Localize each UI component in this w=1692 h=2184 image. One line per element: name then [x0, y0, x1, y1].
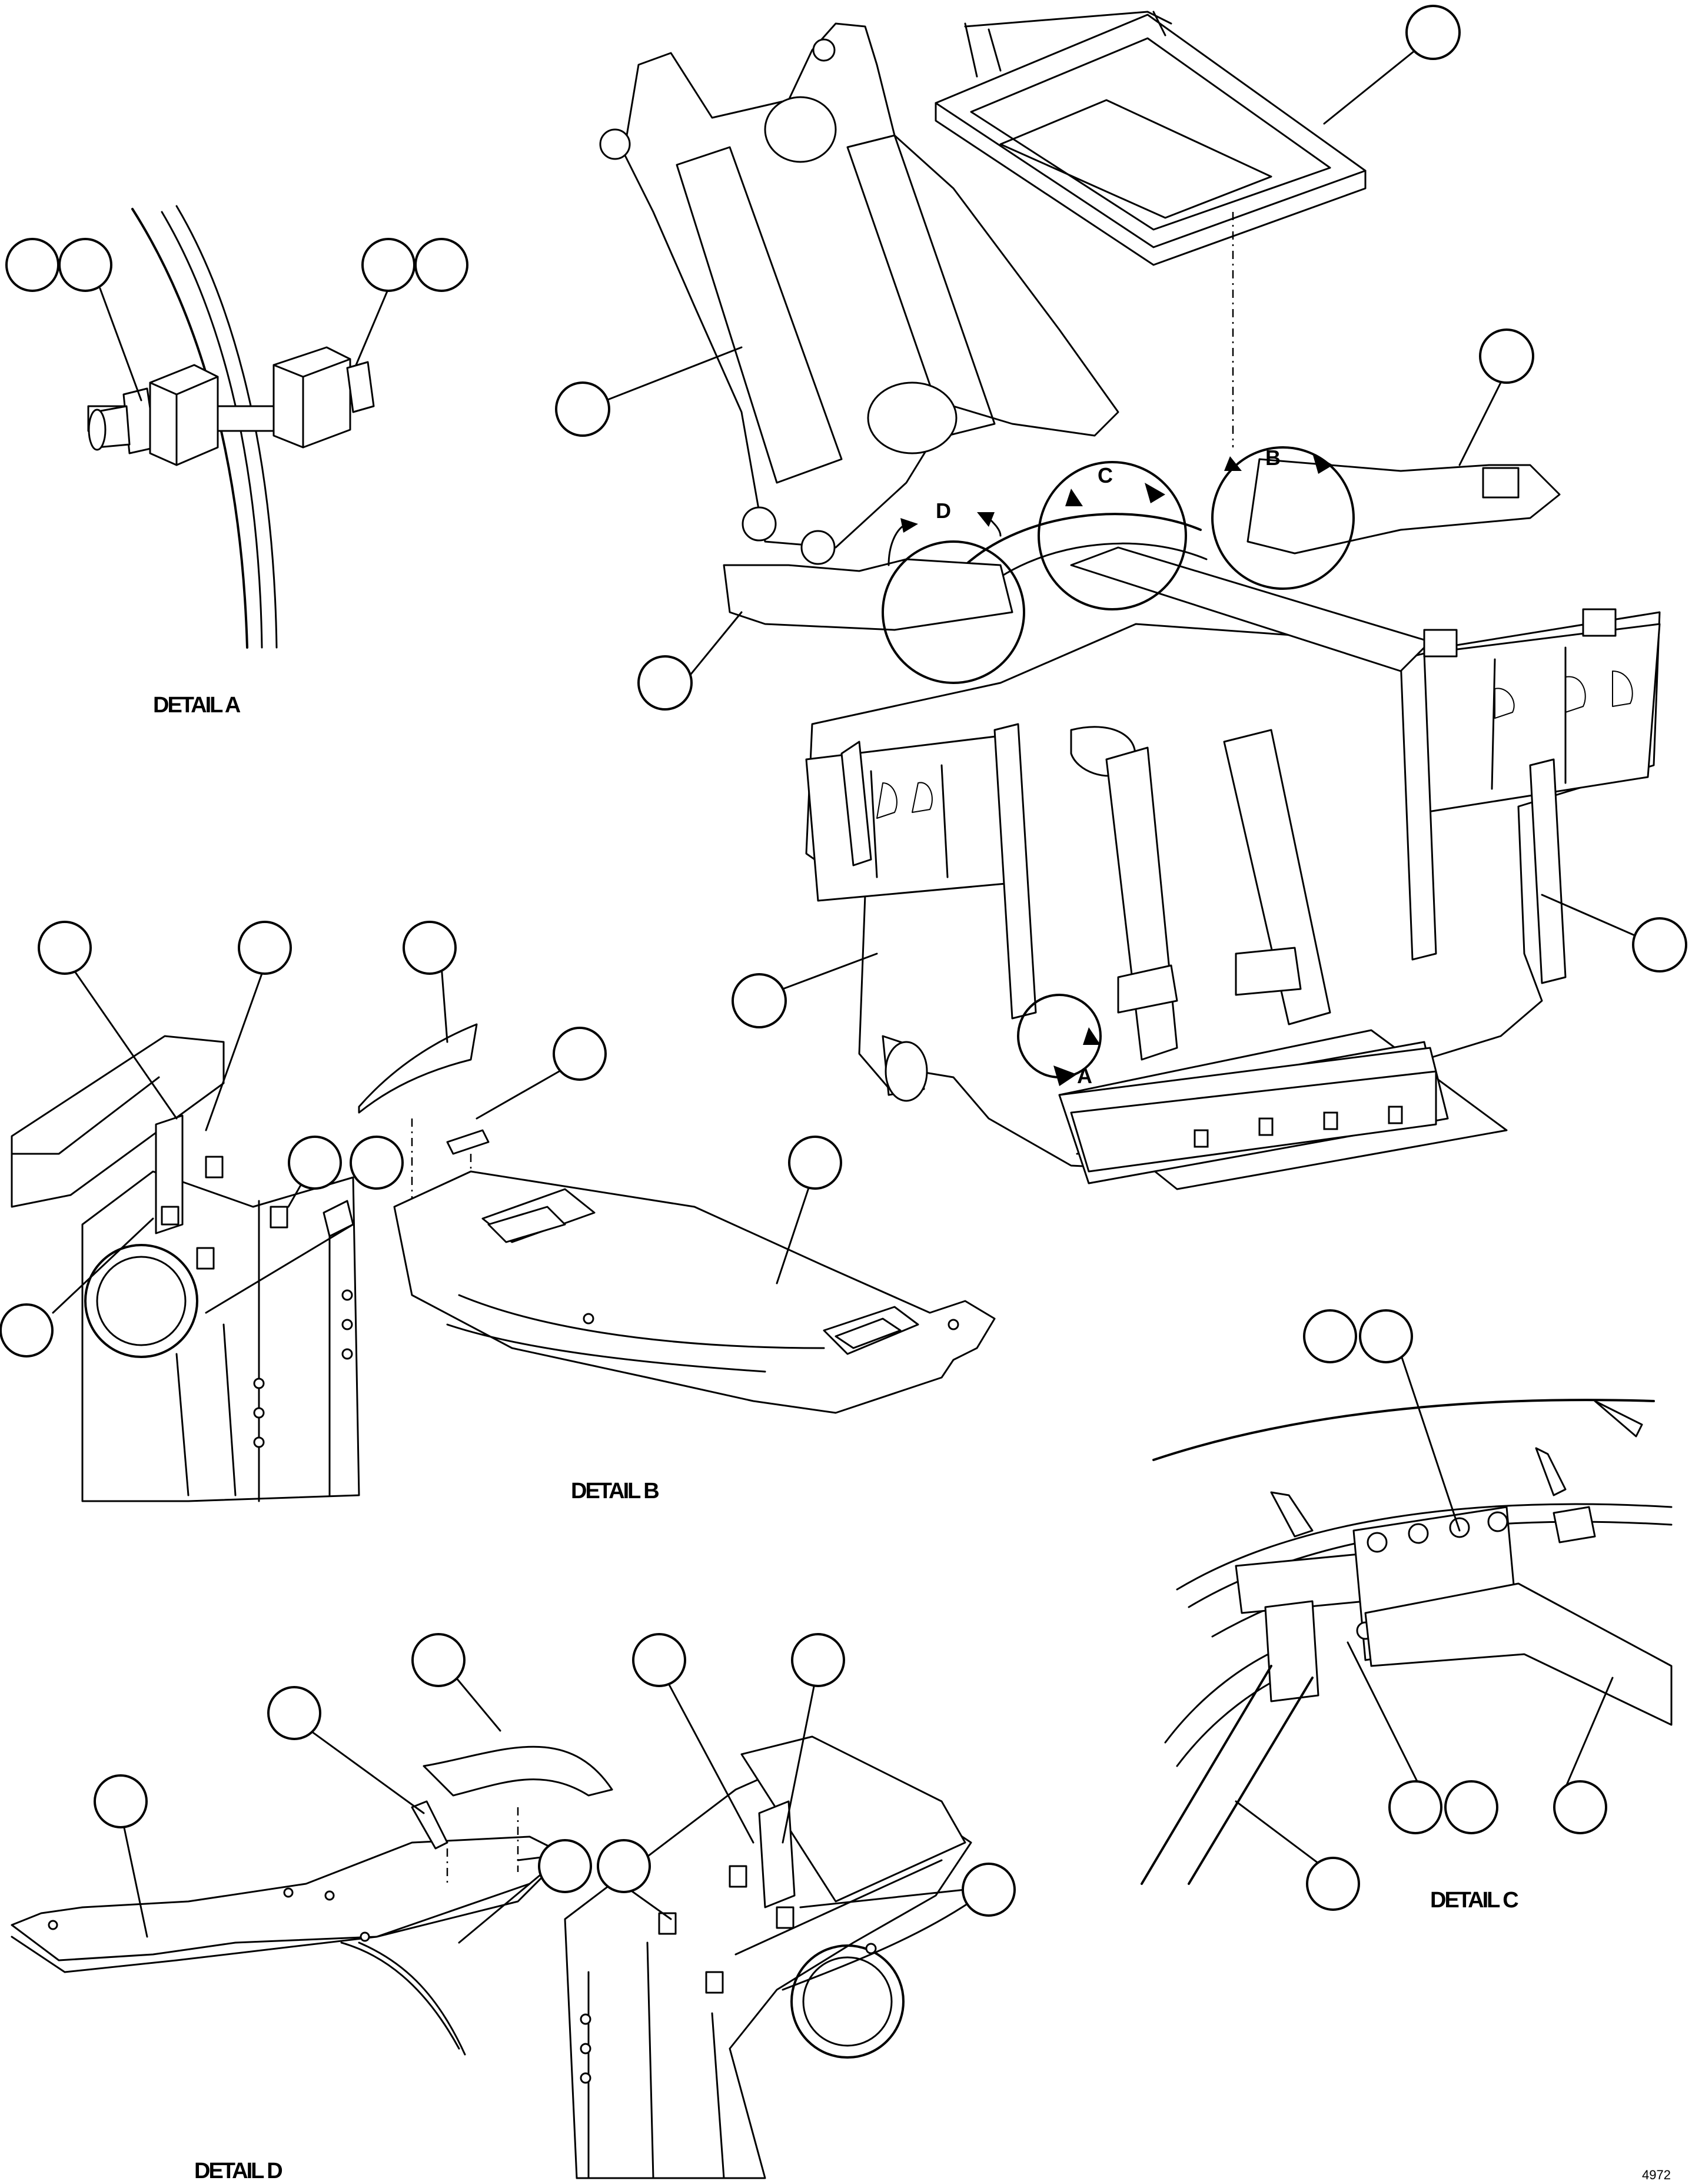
callout-balloon	[555, 381, 610, 437]
detail-b-callouts	[0, 921, 842, 1357]
callout-balloon	[0, 1303, 54, 1357]
callout-balloon	[538, 1839, 592, 1893]
callout-balloon	[1405, 5, 1461, 60]
callout-balloon	[732, 973, 787, 1028]
reference-number: 4972	[1642, 2168, 1671, 2182]
callout-balloon	[637, 655, 693, 711]
callout-balloon	[788, 1136, 842, 1190]
detail-d-callouts	[94, 1633, 1016, 1917]
callout-balloon	[403, 921, 457, 975]
callout-balloon	[1303, 1309, 1357, 1363]
callout-balloon	[414, 238, 468, 292]
detail-a-callouts	[5, 238, 468, 292]
callout-balloon	[597, 1839, 651, 1893]
callout-balloon	[267, 1686, 321, 1740]
view-letter-b: B	[1265, 446, 1281, 470]
callout-balloon	[38, 921, 92, 975]
detail-c-label: DETAIL C	[1430, 1888, 1518, 1913]
callout-balloon	[1359, 1309, 1413, 1363]
callout-balloon	[632, 1633, 686, 1687]
detail-a-view	[87, 205, 390, 649]
callout-balloon	[791, 1633, 845, 1687]
callout-balloon	[411, 1633, 466, 1687]
callout-balloon	[94, 1774, 148, 1828]
view-letter-c: C	[1098, 463, 1113, 487]
callout-balloon	[58, 238, 112, 292]
view-letter-a: A	[1077, 1064, 1092, 1088]
callout-balloon	[553, 1027, 607, 1081]
callout-balloon	[1388, 1780, 1442, 1834]
callout-balloon	[361, 238, 415, 292]
callout-balloon	[288, 1136, 342, 1190]
callout-balloon	[350, 1136, 404, 1190]
view-letter-d: D	[936, 499, 951, 523]
callout-balloon	[1306, 1857, 1360, 1911]
detail-d-label: DETAIL D	[194, 2159, 282, 2183]
detail-d-view	[11, 1659, 972, 2179]
detail-a-label: DETAIL A	[153, 693, 241, 718]
callout-balloon	[238, 921, 292, 975]
callout-balloon	[1479, 328, 1534, 384]
detail-b-label: DETAIL B	[571, 1479, 659, 1503]
detail-b-view	[11, 964, 996, 1502]
main-frame-callouts	[555, 5, 1687, 1028]
detail-c-callouts	[1303, 1309, 1607, 1911]
callout-balloon	[1444, 1780, 1498, 1834]
callout-balloon	[962, 1863, 1016, 1917]
callout-balloon	[1632, 917, 1687, 972]
detail-c-view	[1141, 1335, 1673, 1885]
main-frame-view	[599, 11, 1661, 1190]
callout-balloon	[5, 238, 59, 292]
callout-balloon	[1553, 1780, 1607, 1834]
